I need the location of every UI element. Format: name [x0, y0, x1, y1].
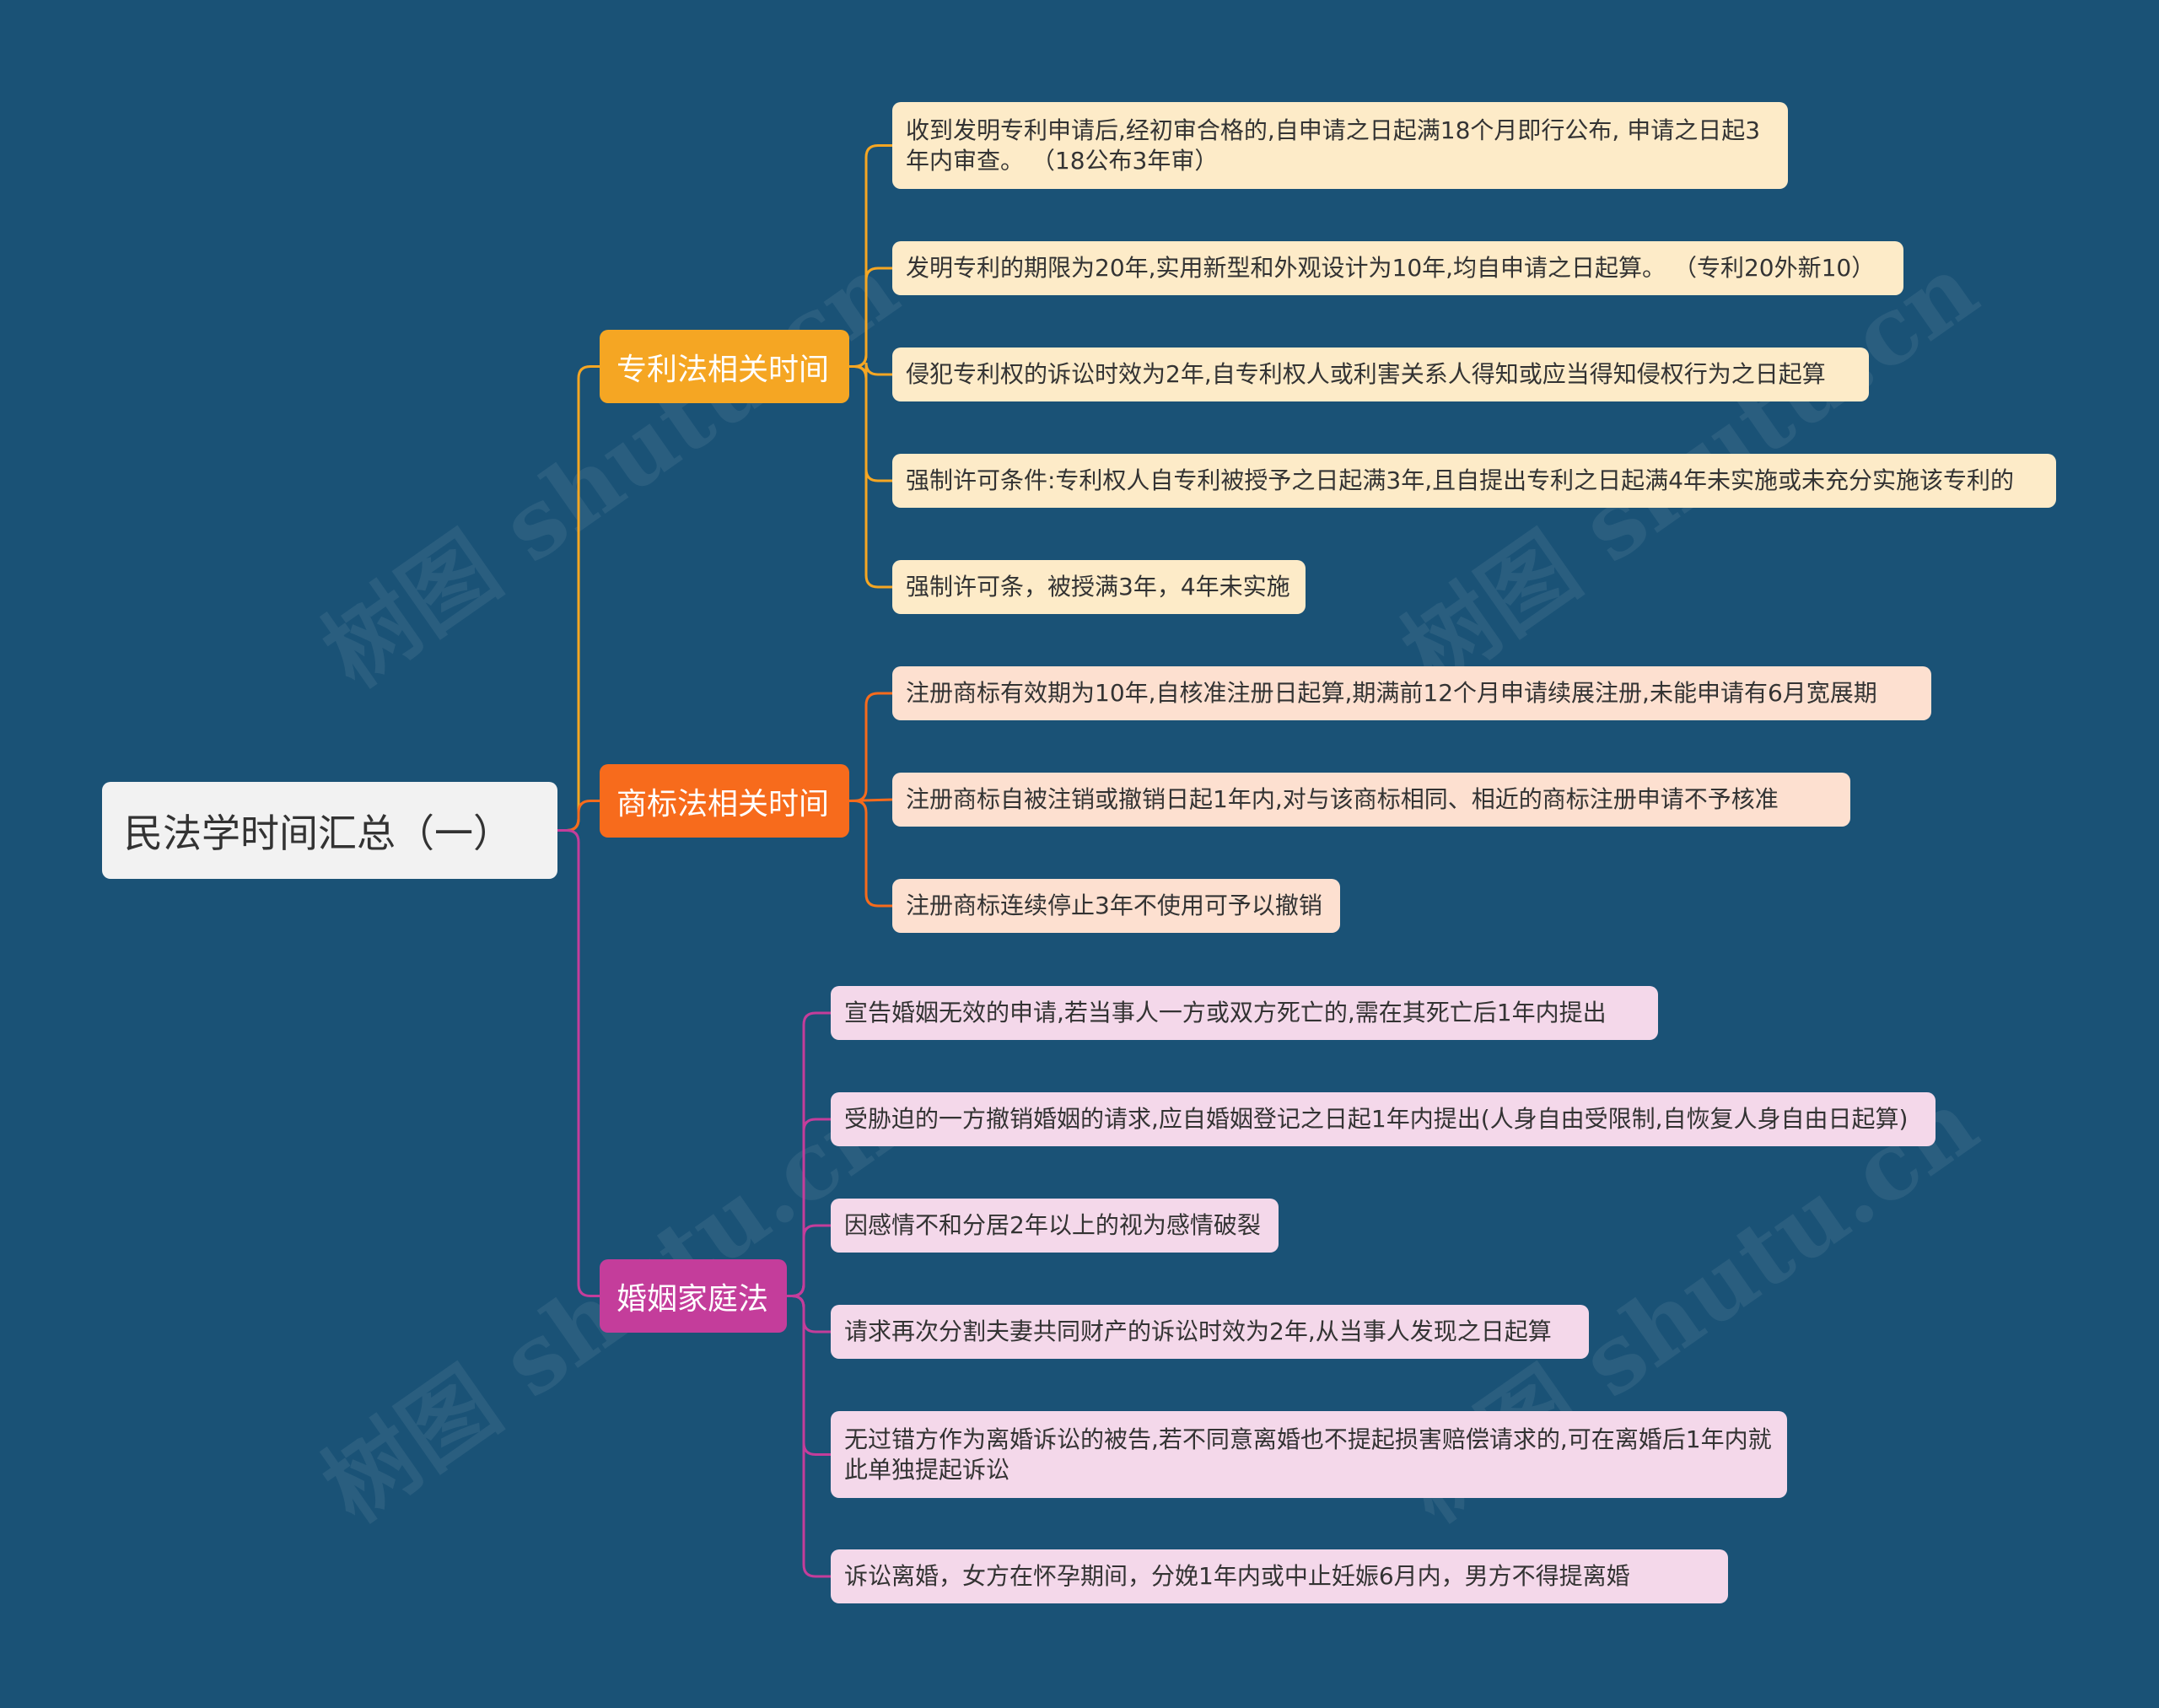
- branch-label: 专利法相关时间: [616, 352, 830, 387]
- leaf-text: 注册商标自被注销或撤销日起1年内,对与该商标相同、相近的商标注册申请不予核准: [906, 785, 1779, 813]
- leaf-text: 收到发明专利申请后,经初审合格的,自申请之日起满18个月即行公布, 申请之日起3…: [906, 116, 1761, 175]
- leaf-patent-5[interactable]: 强制许可条，被授满3年，4年未实施: [892, 560, 1306, 614]
- branch-label: 商标法相关时间: [616, 786, 830, 822]
- root-title: 民法学时间汇总（一）: [124, 810, 512, 856]
- connector-branch-leaf: [849, 365, 892, 482]
- connector-branch-leaf: [849, 692, 892, 802]
- connector-branch-leaf: [849, 144, 892, 368]
- leaf-patent-2[interactable]: 发明专利的期限为20年,实用新型和外观设计为10年,均自申请之日起算。 （专利2…: [892, 241, 1903, 295]
- connector-root-branch: [557, 829, 600, 1297]
- leaf-text: 强制许可条，被授满3年，4年未实施: [906, 573, 1290, 601]
- leaf-text: 请求再次分割夫妻共同财产的诉讼时效为2年,从当事人发现之日起算: [844, 1317, 1552, 1345]
- connector-branch-leaf: [849, 267, 892, 368]
- leaf-patent-1[interactable]: 收到发明专利申请后,经初审合格的,自申请之日起满18个月即行公布, 申请之日起3…: [892, 102, 1788, 189]
- branch-trademark[interactable]: 商标法相关时间: [600, 764, 849, 838]
- leaf-marriage-3[interactable]: 因感情不和分居2年以上的视为感情破裂: [831, 1199, 1279, 1253]
- leaf-text: 受胁迫的一方撤销婚姻的请求,应自婚姻登记之日起1年内提出(人身自由受限制,自恢复…: [844, 1105, 1909, 1133]
- leaf-text: 侵犯专利权的诉讼时效为2年,自专利权人或利害关系人得知或应当得知侵权行为之日起算: [906, 360, 1826, 388]
- leaf-text: 诉讼离婚，女方在怀孕期间，分娩1年内或中止妊娠6月内，男方不得提离婚: [844, 1562, 1630, 1590]
- leaf-marriage-6[interactable]: 诉讼离婚，女方在怀孕期间，分娩1年内或中止妊娠6月内，男方不得提离婚: [831, 1549, 1728, 1603]
- connector-root-branch: [557, 365, 600, 832]
- root-topic[interactable]: 民法学时间汇总（一）: [102, 782, 557, 879]
- branch-marriage[interactable]: 婚姻家庭法: [600, 1259, 787, 1333]
- leaf-text: 因感情不和分居2年以上的视为感情破裂: [844, 1211, 1261, 1239]
- connector-branch-leaf: [787, 1295, 831, 1456]
- leaf-text: 强制许可条件:专利权人自专利被授予之日起满3年,且自提出专利之日起满4年未实施或…: [906, 466, 2014, 494]
- connector-branch-leaf: [849, 365, 892, 589]
- leaf-text: 发明专利的期限为20年,实用新型和外观设计为10年,均自申请之日起算。 （专利2…: [906, 254, 1876, 282]
- connector-branch-leaf: [787, 1224, 831, 1297]
- leaf-text: 注册商标有效期为10年,自核准注册日起算,期满前12个月申请续展注册,未能申请有…: [906, 679, 1877, 707]
- connector-branch-leaf: [787, 1118, 831, 1297]
- branch-label: 婚姻家庭法: [616, 1281, 769, 1317]
- connector-branch-leaf: [849, 800, 892, 908]
- leaf-marriage-2[interactable]: 受胁迫的一方撤销婚姻的请求,应自婚姻登记之日起1年内提出(人身自由受限制,自恢复…: [831, 1092, 1936, 1146]
- leaf-marriage-4[interactable]: 请求再次分割夫妻共同财产的诉讼时效为2年,从当事人发现之日起算: [831, 1305, 1589, 1359]
- branch-patent[interactable]: 专利法相关时间: [600, 330, 849, 403]
- leaf-trademark-2[interactable]: 注册商标自被注销或撤销日起1年内,对与该商标相同、相近的商标注册申请不予核准: [892, 773, 1850, 827]
- connector-branch-leaf: [849, 362, 892, 379]
- leaf-text: 无过错方作为离婚诉讼的被告,若不同意离婚也不提起损害赔偿请求的,可在离婚后1年内…: [844, 1425, 1772, 1484]
- leaf-text: 注册商标连续停止3年不使用可予以撤销: [906, 892, 1322, 919]
- connector-branch-leaf: [787, 1011, 831, 1297]
- leaf-trademark-3[interactable]: 注册商标连续停止3年不使用可予以撤销: [892, 879, 1340, 933]
- leaf-patent-4[interactable]: 强制许可条件:专利权人自专利被授予之日起满3年,且自提出专利之日起满4年未实施或…: [892, 454, 2056, 508]
- leaf-marriage-5[interactable]: 无过错方作为离婚诉讼的被告,若不同意离婚也不提起损害赔偿请求的,可在离婚后1年内…: [831, 1411, 1787, 1498]
- leaf-marriage-1[interactable]: 宣告婚姻无效的申请,若当事人一方或双方死亡的,需在其死亡后1年内提出: [831, 986, 1658, 1040]
- leaf-patent-3[interactable]: 侵犯专利权的诉讼时效为2年,自专利权人或利害关系人得知或应当得知侵权行为之日起算: [892, 348, 1869, 401]
- connector-branch-leaf: [787, 1295, 831, 1334]
- leaf-text: 宣告婚姻无效的申请,若当事人一方或双方死亡的,需在其死亡后1年内提出: [844, 999, 1607, 1026]
- leaf-trademark-1[interactable]: 注册商标有效期为10年,自核准注册日起算,期满前12个月申请续展注册,未能申请有…: [892, 666, 1931, 720]
- connector-branch-leaf: [787, 1295, 831, 1578]
